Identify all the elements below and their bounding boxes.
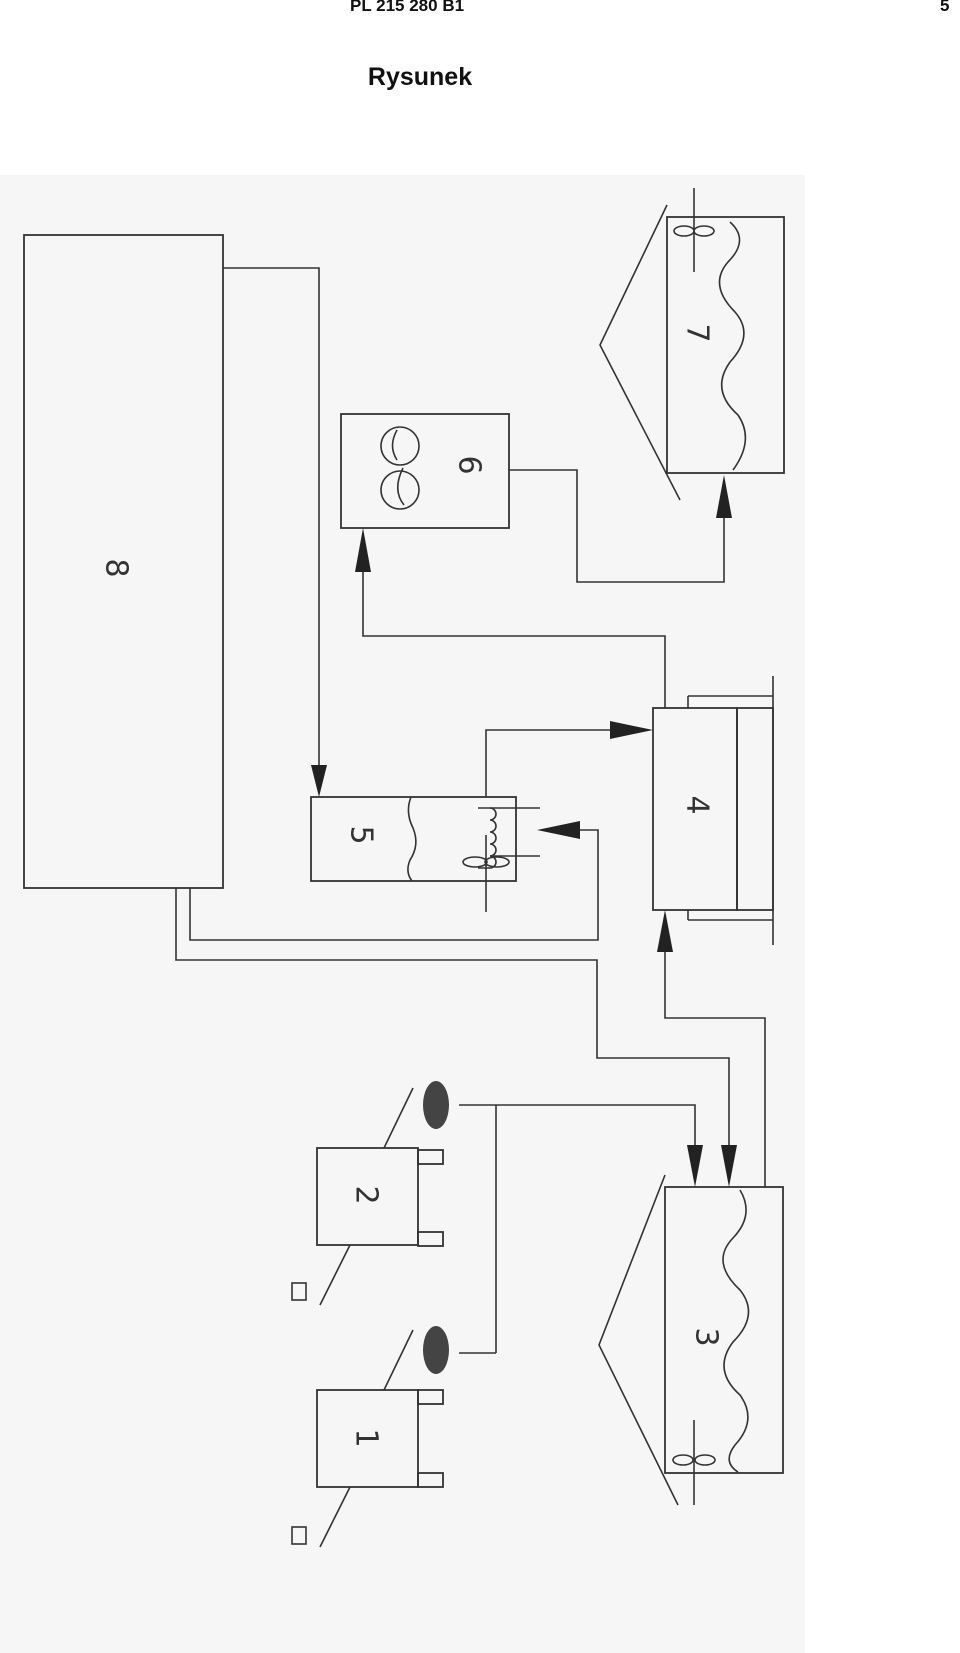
process-flow-diagram: 8 6 7 5 4 xyxy=(0,175,805,1653)
unit-3-label: 3 xyxy=(689,1327,724,1346)
unit-2: 2 xyxy=(291,1081,449,1306)
unit-4: 4 xyxy=(652,676,774,945)
unit-8: 8 xyxy=(23,234,224,889)
unit-1: 1 xyxy=(291,1326,449,1548)
unit-5: 5 xyxy=(310,796,540,912)
material-pile-icon xyxy=(423,1081,449,1129)
page-number: 5 xyxy=(940,0,950,15)
unit-5-label: 5 xyxy=(344,825,379,844)
unit-7: 7 xyxy=(599,188,785,501)
unit-6-label: 6 xyxy=(452,455,487,474)
unit-7-label: 7 xyxy=(680,323,715,342)
unit-8-label: 8 xyxy=(99,558,134,577)
unit-1-label: 1 xyxy=(349,1428,384,1447)
unit-6: 6 xyxy=(340,413,510,529)
material-bag-icon xyxy=(291,1526,307,1545)
figure-title: Rysunek xyxy=(367,63,473,91)
material-pile-icon xyxy=(423,1326,449,1374)
scan-background xyxy=(0,175,805,1653)
flow-lines xyxy=(175,267,766,1354)
unit-4-label: 4 xyxy=(680,795,715,814)
unit-3: 3 xyxy=(598,1174,784,1506)
unit-2-label: 2 xyxy=(349,1185,384,1204)
document-number: PL 215 280 B1 xyxy=(350,0,465,15)
material-bag-icon xyxy=(291,1282,307,1301)
